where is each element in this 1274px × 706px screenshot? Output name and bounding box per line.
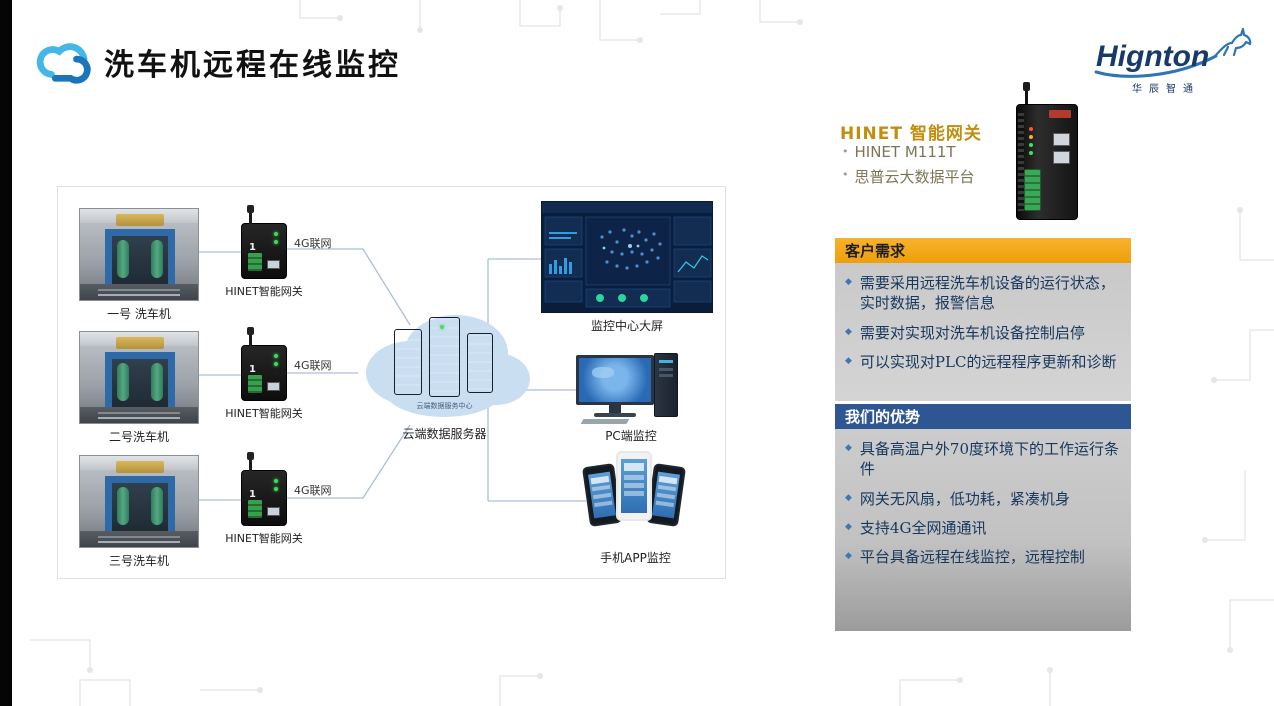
advantage-item: ◆ 网关无风扇，低功耗，紧凑机身: [845, 489, 1121, 509]
gateway-device-2: 1: [241, 327, 287, 401]
terminal-block: [1024, 169, 1041, 211]
ethernet-port: [1053, 151, 1070, 164]
gateway-label-2: HINET智能网关: [225, 407, 303, 420]
need-item-text: 需要采用远程洗车机设备的运行状态，实时数据，报警信息: [859, 274, 1115, 313]
need-item: ◆ 需要采用远程洗车机设备的运行状态，实时数据，报警信息: [845, 273, 1121, 314]
product-bullet-2: • 思普云大数据平台: [842, 166, 1022, 187]
customer-needs-body: ◆ 需要采用远程洗车机设备的运行状态，实时数据，报警信息 ◆ 需要对实现对洗车机…: [835, 263, 1131, 401]
advantage-item-text: 支持4G全网通通讯: [859, 518, 987, 537]
cloud-inner-label: 云端数据服务中心: [416, 402, 473, 410]
server-led: [440, 325, 444, 329]
left-edge-bar: [0, 0, 12, 706]
need-item: ◆ 可以实现对PLC的远程程序更新和诊断: [845, 352, 1121, 372]
mobile-phones-image: [581, 449, 687, 547]
cloud-data-center: 云端数据服务中心: [356, 301, 533, 421]
monitoring-dashboard-image: [541, 201, 713, 313]
brand-name: Hignton: [1096, 40, 1210, 73]
need-item-text: 需要对实现对洗车机设备控制启停: [859, 323, 1085, 342]
machine-label-3: 三号洗车机: [108, 554, 169, 568]
advantage-item-text: 网关无风扇，低功耗，紧凑机身: [859, 489, 1070, 508]
bullet-dot-icon: •: [842, 145, 849, 158]
car-wash-machine-photo-3: [79, 455, 199, 548]
server-tower: [429, 317, 460, 397]
gateway-device-1: 1: [241, 205, 287, 279]
need-item: ◆ 需要对实现对洗车机设备控制启停: [845, 323, 1121, 343]
gateway-device-image: [1016, 82, 1086, 222]
device-body: [1016, 104, 1078, 220]
antenna-icon: [247, 452, 254, 471]
page-title: 洗车机远程在线监控: [104, 48, 401, 83]
app-label: 手机APP监控: [600, 551, 671, 565]
advantages-header: 我们的优势: [835, 404, 1131, 429]
architecture-diagram: 一号 洗车机 二号洗车机 三号洗车机 1 HINET智能网关 4G联网 1 HI…: [57, 186, 726, 579]
machine-label-2: 二号洗车机: [108, 430, 169, 444]
keyboard-icon: [580, 419, 630, 424]
diamond-bullet-icon: ◆: [845, 521, 852, 532]
antenna-icon: [1023, 82, 1030, 106]
4g-link-label-3: 4G联网: [294, 484, 332, 497]
product-title: HINET 智能网关: [840, 124, 982, 144]
4g-link-label-2: 4G联网: [294, 359, 332, 372]
product-bullet-1-text: HINET M111T: [854, 143, 956, 161]
logo-swoosh-icon: [1094, 54, 1218, 78]
server-tower: [467, 333, 493, 393]
customer-needs-panel: 客户需求 ◆ 需要采用远程洗车机设备的运行状态，实时数据，报警信息 ◆ 需要对实…: [835, 238, 1131, 401]
monitor-icon: [576, 355, 654, 405]
gateway-digit: 1: [249, 364, 256, 375]
advantage-item: ◆ 平台具备远程在线监控，远程控制: [845, 547, 1121, 567]
advantage-item-text: 平台具备远程在线监控，远程控制: [859, 548, 1085, 566]
cloud-logo-icon: [36, 43, 91, 84]
machine-label-1: 一号 洗车机: [107, 307, 171, 321]
pc-tower-icon: [654, 353, 678, 417]
advantages-panel: 我们的优势 ◆ 具备高温户外70度环境下的工作运行条件 ◆ 网关无风扇，低功耗，…: [835, 404, 1131, 631]
diamond-bullet-icon: ◆: [845, 355, 852, 366]
pc-label: PC端监控: [605, 429, 657, 443]
need-item-text: 可以实现对PLC的远程程序更新和诊断: [859, 352, 1117, 371]
phone-icon: [616, 451, 652, 521]
advantage-item-text: 具备高温户外70度环境下的工作运行条件: [859, 440, 1120, 479]
diamond-bullet-icon: ◆: [845, 326, 852, 337]
gateway-device-3: 1: [241, 452, 287, 526]
4g-link-label-1: 4G联网: [294, 237, 332, 250]
diamond-bullet-icon: ◆: [845, 492, 852, 503]
device-label-tag: [1049, 110, 1071, 118]
heatsink-fins: [1018, 113, 1024, 211]
customer-needs-header: 客户需求: [835, 238, 1131, 263]
advantage-item: ◆ 支持4G全网通通讯: [845, 518, 1121, 538]
cloud-shape-icon: [366, 315, 530, 417]
car-wash-machine-photo-1: [79, 208, 199, 301]
advantage-item: ◆ 具备高温户外70度环境下的工作运行条件: [845, 439, 1121, 480]
bullet-dot-icon: •: [842, 168, 849, 181]
dashboard-label: 监控中心大屏: [590, 319, 663, 333]
brand-logo: Hignton 华辰智通: [1094, 28, 1254, 96]
ethernet-port: [1053, 133, 1070, 146]
gateway-label-3: HINET智能网关: [225, 532, 303, 545]
diamond-bullet-icon: ◆: [845, 277, 852, 287]
antenna-icon: [247, 205, 254, 224]
status-leds: [1029, 127, 1033, 131]
antenna-icon: [247, 327, 254, 346]
gateway-digit: 1: [249, 242, 256, 253]
advantages-body: ◆ 具备高温户外70度环境下的工作运行条件 ◆ 网关无风扇，低功耗，紧凑机身 ◆…: [835, 429, 1131, 631]
diamond-bullet-icon: ◆: [845, 443, 852, 453]
gateway-digit: 1: [249, 489, 256, 500]
product-bullet-2-text: 思普云大数据平台: [854, 168, 975, 186]
brand-subtitle: 华辰智通: [1132, 84, 1200, 95]
antelope-icon: [1214, 28, 1252, 57]
gateway-label-1: HINET智能网关: [225, 285, 303, 298]
diamond-bullet-icon: ◆: [845, 551, 852, 561]
cloud-label: 云端数据服务器: [402, 427, 487, 441]
car-wash-machine-photo-2: [79, 331, 199, 424]
server-tower: [394, 329, 422, 395]
pc-monitor-image: [576, 353, 686, 425]
product-bullet-1: • HINET M111T: [842, 143, 1022, 161]
